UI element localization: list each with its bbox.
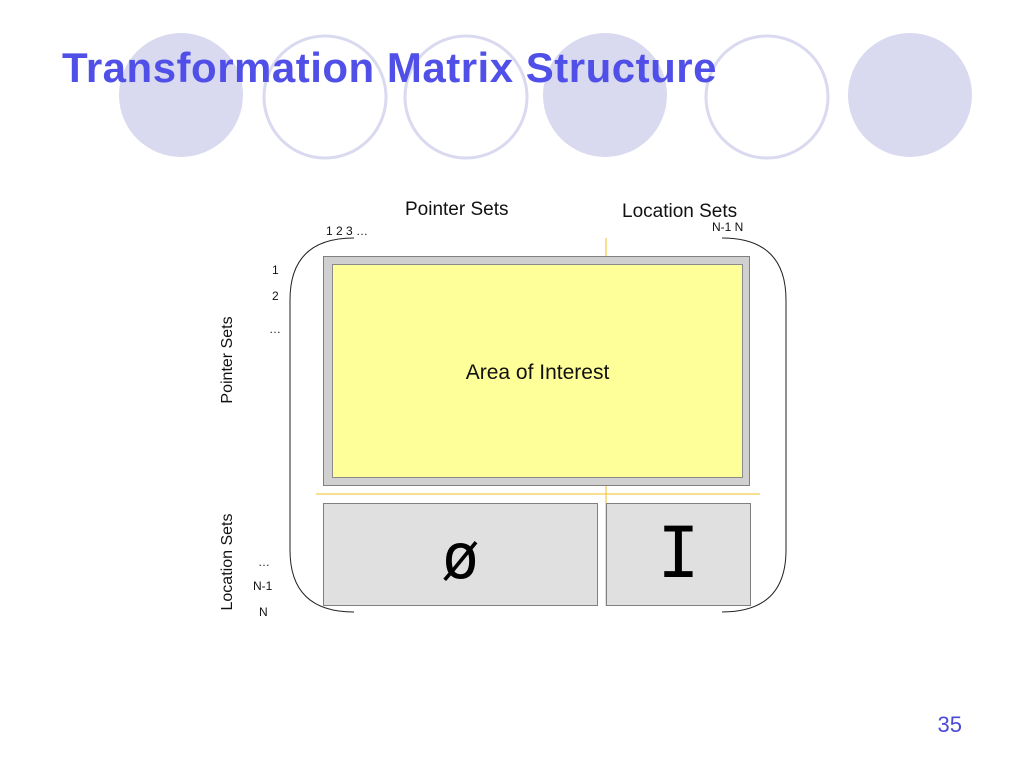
deco-circle-outline-2 [403,34,529,160]
column-index-start: 1 2 3 … [326,224,369,238]
deco-circle-filled-2 [543,33,667,157]
deco-circle-outline-3 [704,34,830,160]
identity-symbol: I [657,512,700,594]
matrix-brackets [289,237,787,613]
empty-set-symbol: ø [441,520,480,593]
deco-circle-filled-3 [848,33,972,157]
side-label-location-sets: Location Sets [219,513,236,611]
top-label-pointer-sets: Pointer Sets [405,199,509,220]
top-label-location-sets: Location Sets [622,201,738,222]
row-index-n: N [259,605,268,619]
area-of-interest-box [332,264,743,478]
deco-circle-outline-1 [262,34,388,160]
row-index-ellipsis-top: … [269,322,281,336]
deco-circle-filled-1 [119,33,243,157]
column-index-end: N-1 N [712,220,744,234]
page-number: 35 [937,712,962,737]
left-bracket [289,237,355,613]
side-label-pointer-sets: Pointer Sets [219,316,236,404]
row-index-1: 1 [272,263,279,277]
empty-set-cell [323,503,598,606]
right-bracket [721,237,787,613]
row-index-2: 2 [272,289,279,303]
slide-title: Transformation Matrix Structure [62,44,717,91]
area-of-interest-label: Area of Interest [465,361,610,384]
row-index-n-minus-1: N-1 [253,579,273,593]
row-index-ellipsis-bottom: … [258,555,270,569]
decorative-circles [119,33,972,160]
identity-cell [606,503,751,606]
